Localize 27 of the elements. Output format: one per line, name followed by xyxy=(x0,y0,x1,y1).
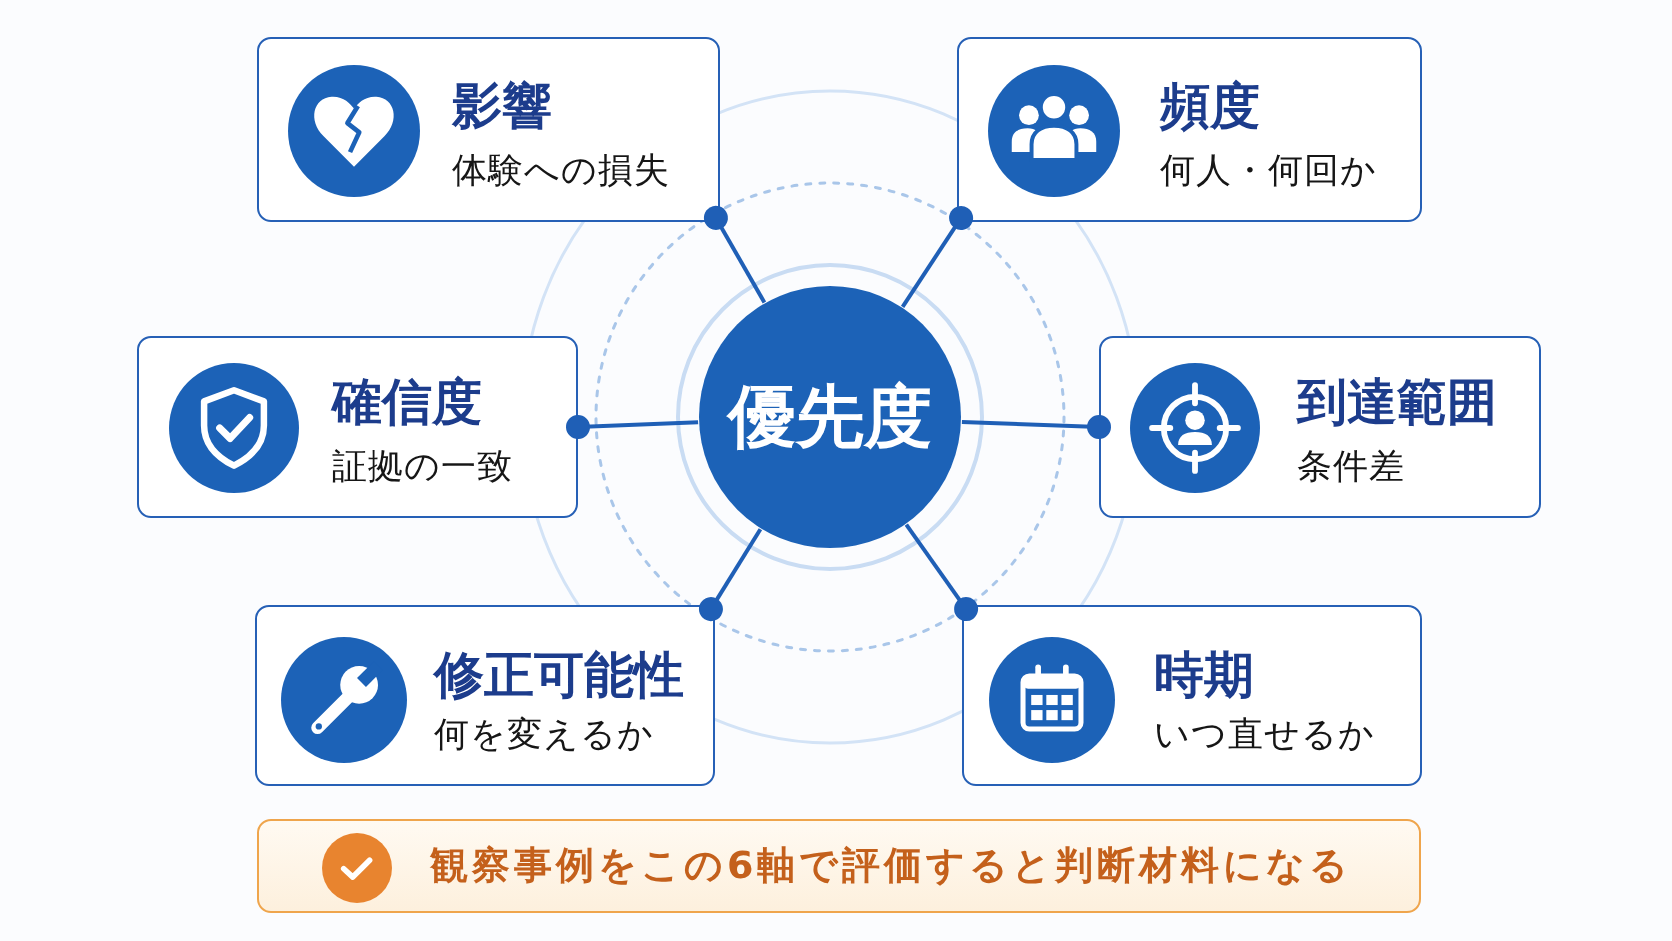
connector xyxy=(904,523,979,622)
banner xyxy=(257,819,1421,913)
card-title: 到達範囲 xyxy=(1297,377,1497,427)
connector xyxy=(703,205,767,304)
card xyxy=(957,37,1422,222)
card-subtitle: 何人・何回か xyxy=(1160,153,1377,188)
card-subtitle: 体験への損失 xyxy=(452,153,670,188)
banner-text: 観察事例をこの6軸で評価すると判断材料になる xyxy=(430,846,1353,884)
card xyxy=(1099,336,1541,518)
card-subtitle: 条件差 xyxy=(1297,449,1405,484)
card-subtitle: 証拠の一致 xyxy=(332,449,513,484)
card xyxy=(962,605,1422,786)
connector xyxy=(566,415,699,439)
card-title: 影響 xyxy=(452,81,552,131)
card xyxy=(137,336,578,518)
card-title: 確信度 xyxy=(332,377,482,427)
card xyxy=(257,37,720,222)
card-title: 修正可能性 xyxy=(434,650,684,700)
card-title: 頻度 xyxy=(1160,81,1260,131)
card-title: 時期 xyxy=(1154,650,1254,700)
connector xyxy=(900,205,974,308)
card-subtitle: いつ直せるか xyxy=(1154,717,1375,752)
card-subtitle: 何を変えるか xyxy=(434,717,654,752)
center-circle: 優先度 xyxy=(699,286,961,548)
card xyxy=(255,605,715,786)
connector xyxy=(698,528,763,622)
connector xyxy=(961,415,1111,439)
